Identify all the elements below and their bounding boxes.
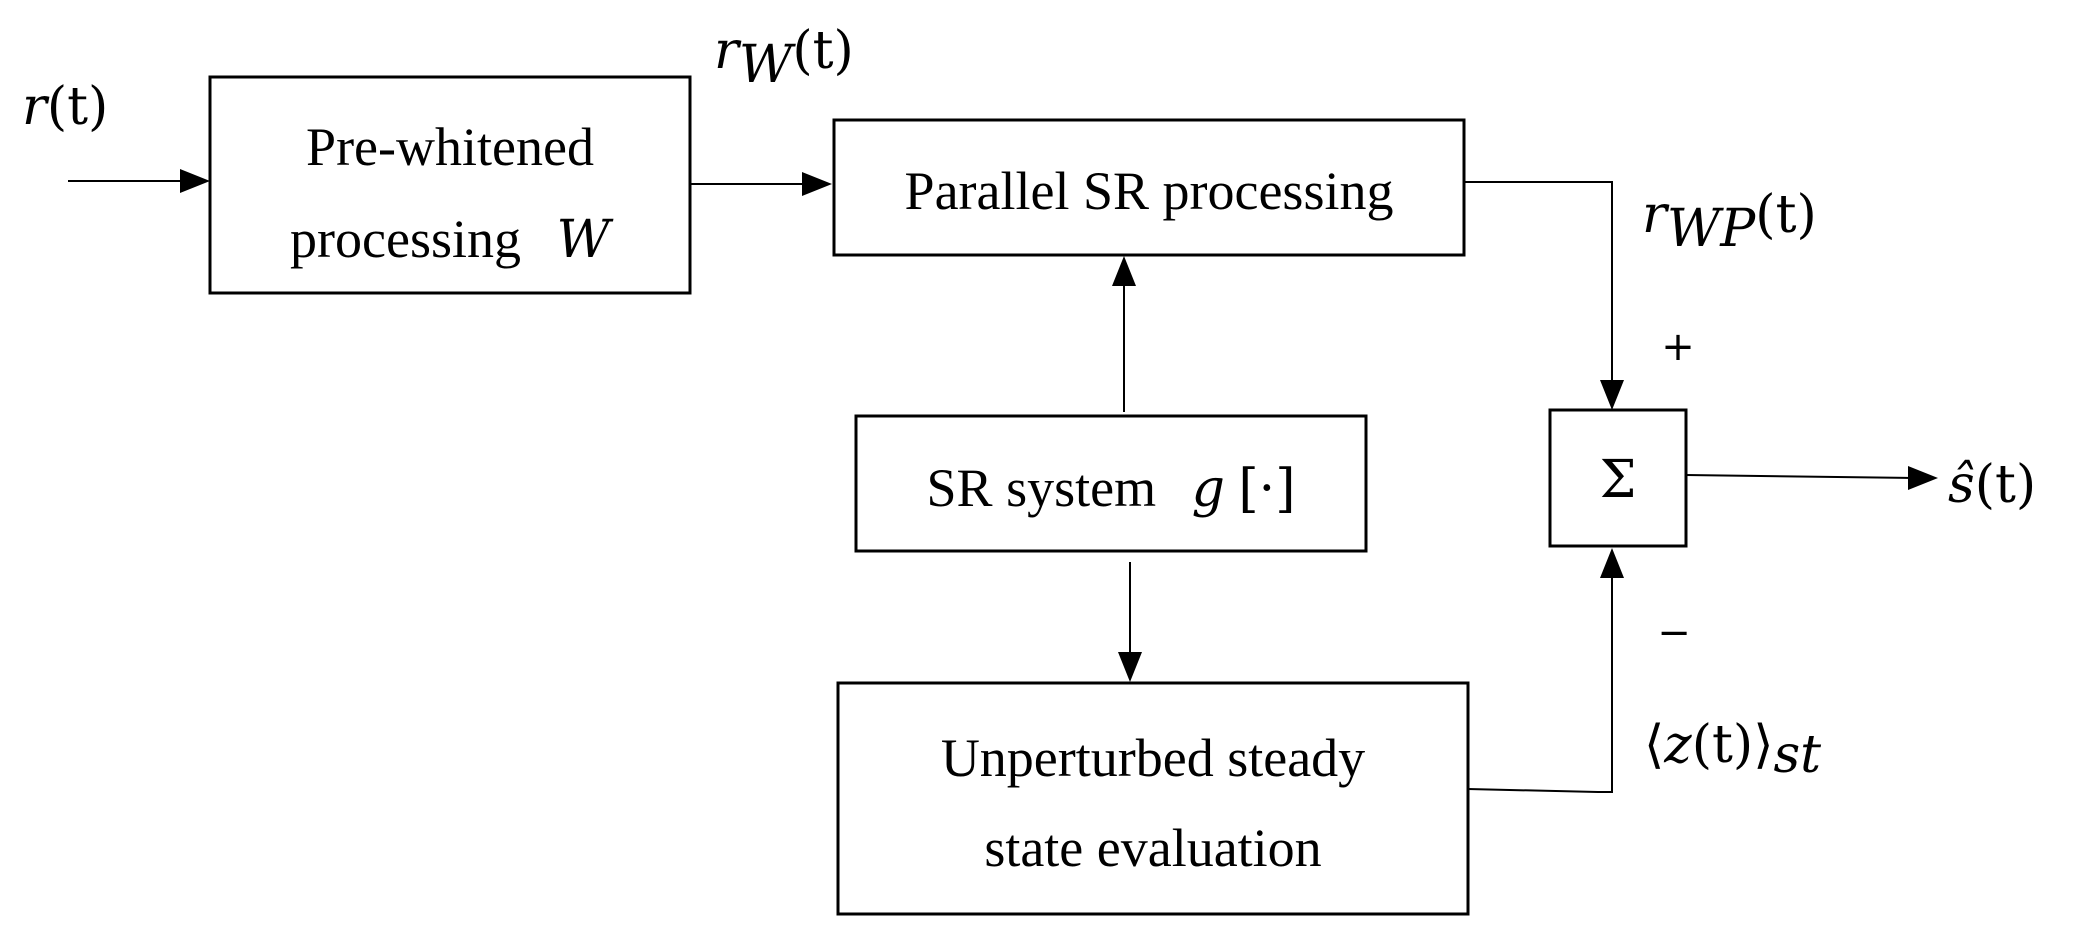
prewhitened-label-text: processing xyxy=(290,209,521,269)
sr-system-operator: [·] xyxy=(1238,459,1295,519)
signal-steady-label: ⟨z(t)⟩st xyxy=(1644,715,1821,785)
summer-symbol: Σ xyxy=(1600,450,1637,510)
arrow-srsystem-to-steady xyxy=(1118,562,1142,682)
arrow-steady-to-summer xyxy=(1467,548,1624,793)
signal-whitened-label: rW(t) xyxy=(714,21,854,95)
arrow-srsystem-to-parallel xyxy=(1112,256,1136,412)
arrow-input-to-prewhitened xyxy=(68,169,210,193)
sr-system-symbol: g xyxy=(1192,459,1225,519)
signal-output-label: ŝ(t) xyxy=(1948,455,2036,515)
steady-state-label-line1: Unperturbed steady xyxy=(941,728,1365,788)
minus-sign: − xyxy=(1657,610,1691,656)
signal-input-label: r(t) xyxy=(22,77,108,137)
plus-sign: + xyxy=(1661,324,1695,370)
parallel-sr-block: Parallel SR processing xyxy=(832,118,1466,257)
signal-parallel-out-label: rWP(t) xyxy=(1642,185,1817,259)
parallel-sr-label: Parallel SR processing xyxy=(905,161,1394,221)
arrow-parallel-to-summer xyxy=(1464,181,1624,410)
sr-system-text: SR system xyxy=(927,458,1157,518)
summer-block: Σ xyxy=(1548,408,1688,548)
prewhitened-label-line1: Pre-whitened xyxy=(306,117,594,177)
steady-state-block: Unperturbed steady state evaluation xyxy=(836,681,1470,916)
prewhitened-label-line2: processing W xyxy=(290,209,613,270)
arrow-summer-to-output xyxy=(1685,466,1938,490)
prewhitened-block: Pre-whitened processing W xyxy=(208,75,692,295)
arrow-prewhitened-to-parallel xyxy=(690,172,832,196)
prewhitened-symbol: W xyxy=(557,210,614,270)
sr-system-label: SR system g [·] xyxy=(927,458,1296,519)
steady-state-label-line2: state evaluation xyxy=(984,818,1321,878)
sr-system-block: SR system g [·] xyxy=(854,414,1368,553)
